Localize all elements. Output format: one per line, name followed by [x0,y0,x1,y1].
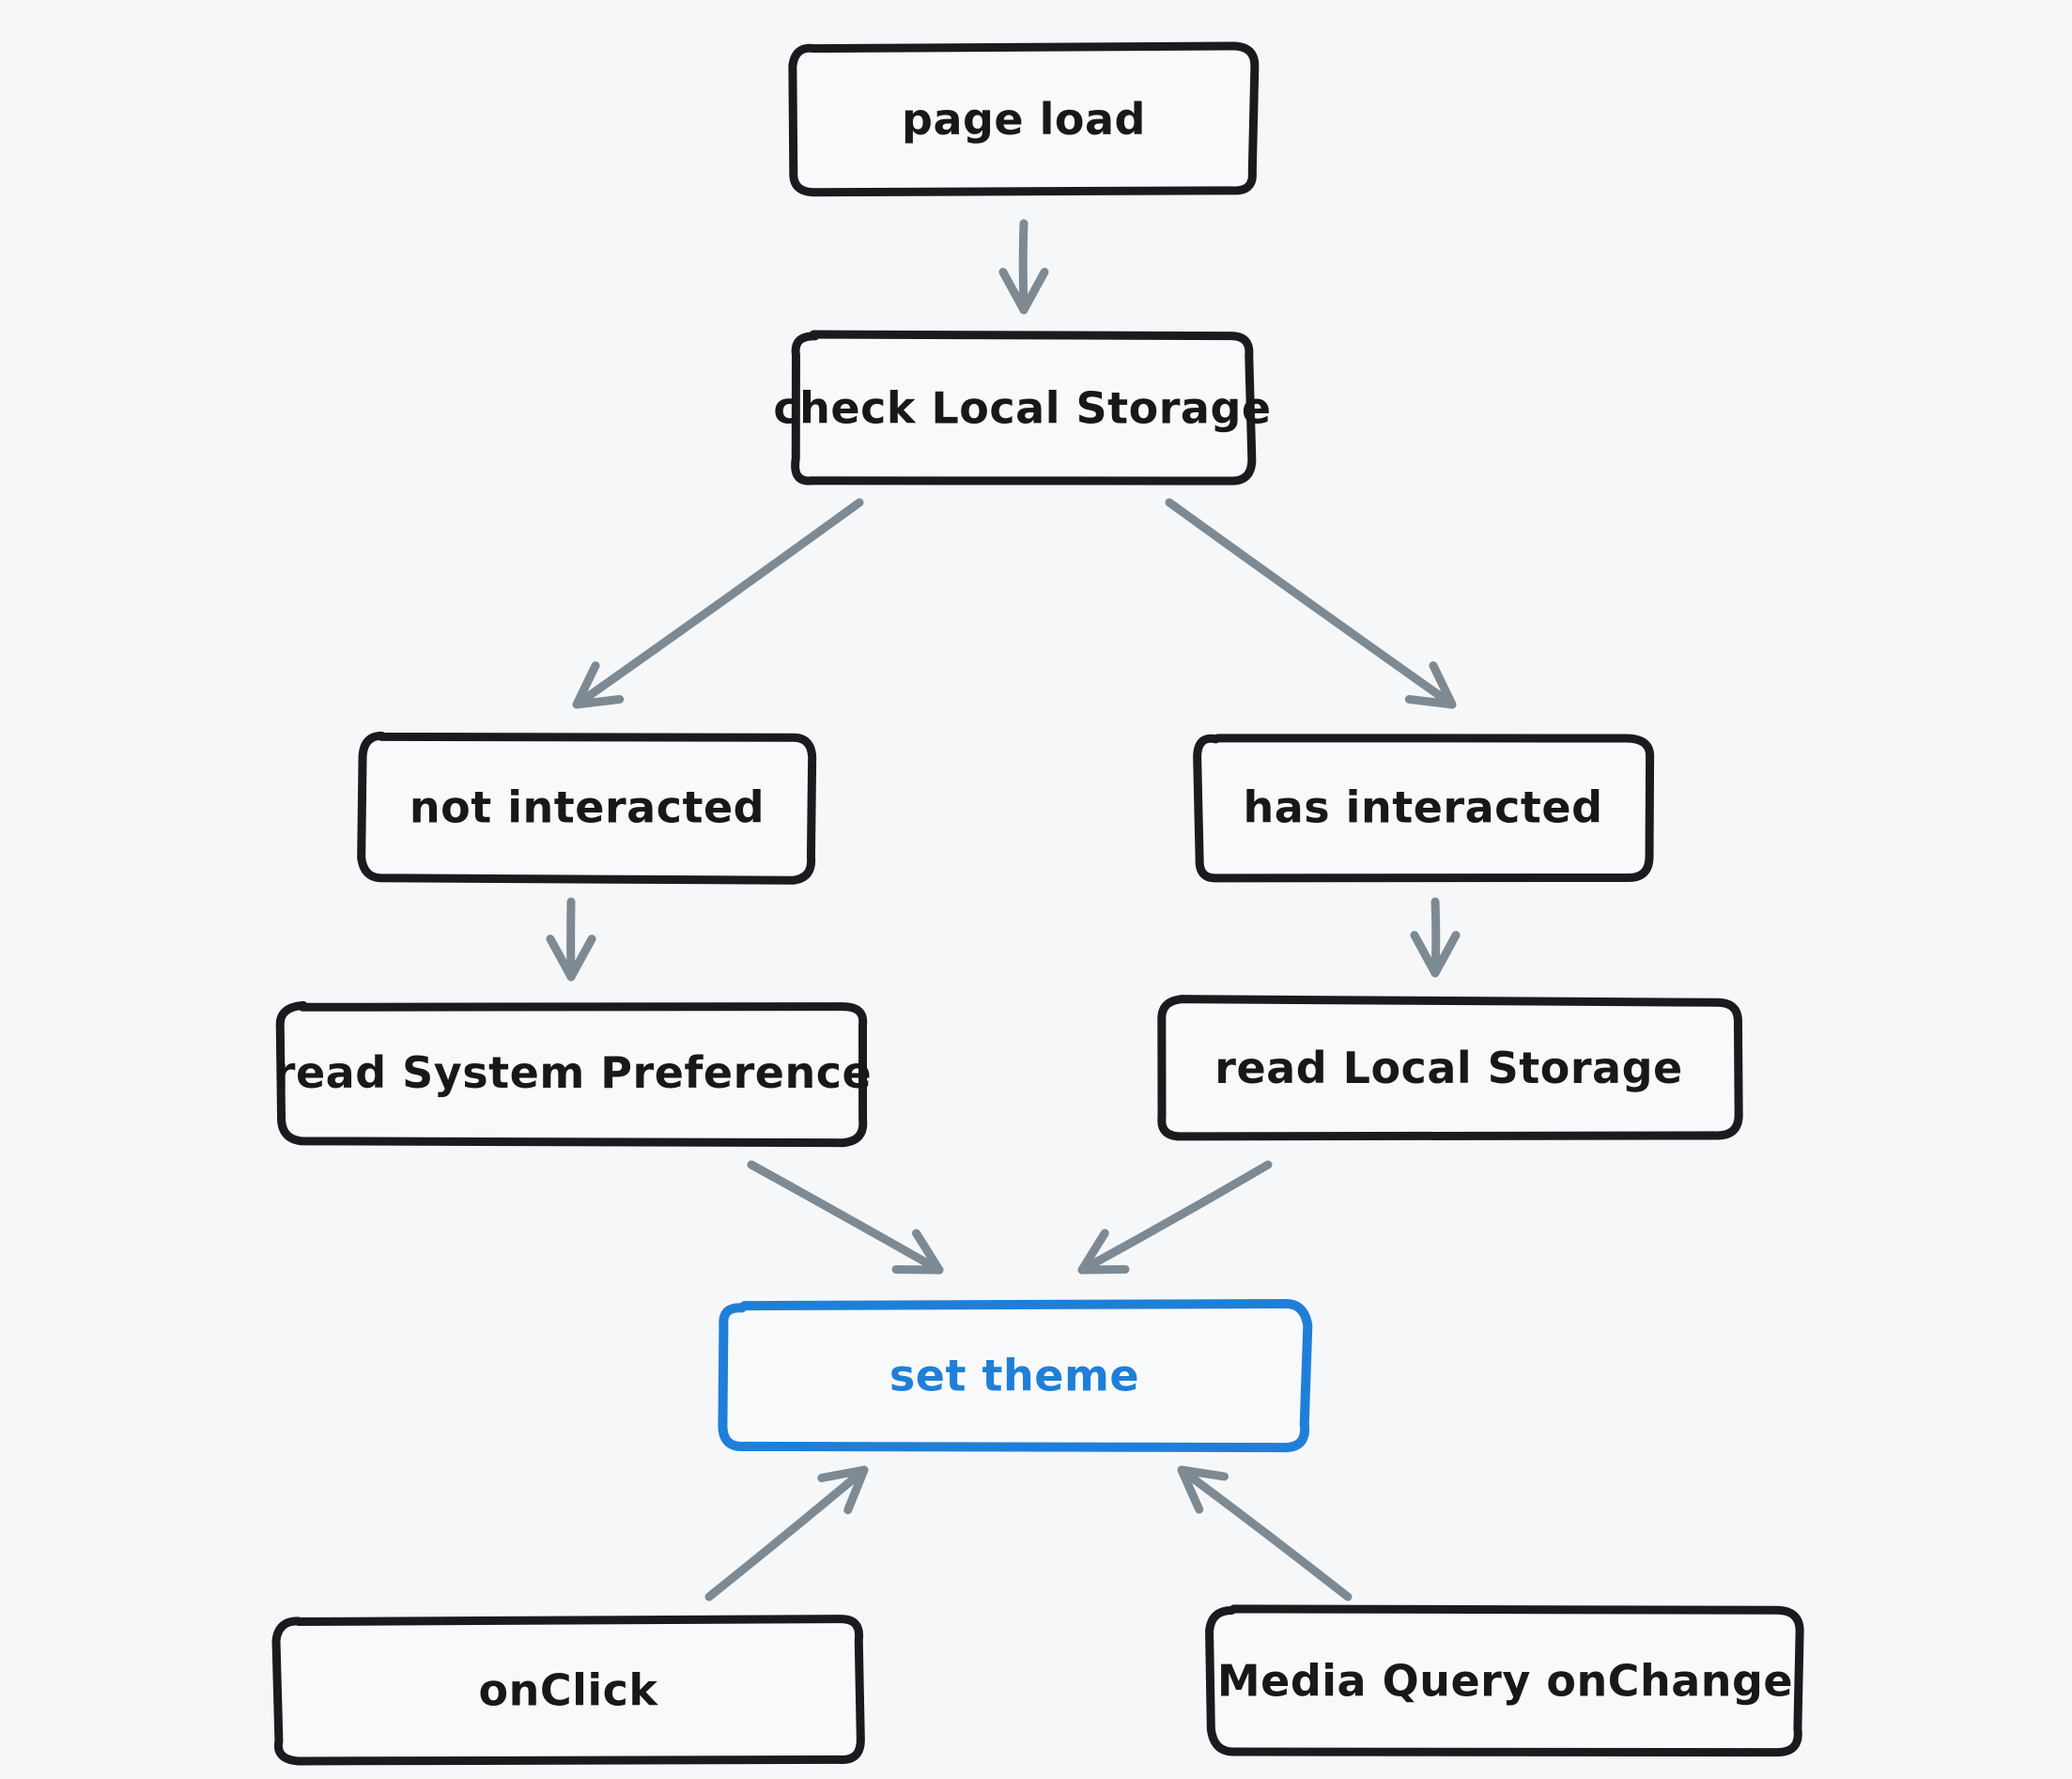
arrowhead-icon [998,268,1049,315]
node-page-load[interactable]: page load [788,41,1260,197]
node-check-local-storage[interactable]: check Local Storage [773,330,1271,486]
node-label: page load [902,94,1146,145]
edge-check-to-has-interacted [1165,498,1457,709]
node-label: read Local Storage [1214,1043,1682,1093]
edges-layer [546,219,1461,1601]
node-read-system-preference[interactable]: read System Preference [274,1000,872,1148]
node-on-click[interactable]: onClick [271,1615,865,1766]
node-box[interactable] [791,330,1257,486]
edge-line [1165,498,1457,709]
node-read-local-storage[interactable]: read Local Storage [1157,995,1743,1141]
edge-line [704,1465,869,1601]
arrowhead-icon [1404,661,1457,709]
node-media-query-onchange[interactable]: Media Query onChange [1205,1604,1804,1757]
arrowhead-icon [572,661,625,709]
arrowhead-icon [891,1229,944,1275]
node-has-interacted[interactable]: has interacted [1193,734,1655,883]
edge-line [572,498,864,709]
node-label: check Local Storage [773,383,1271,434]
arrowhead-icon [1177,1465,1229,1514]
node-label: onClick [478,1665,658,1716]
edge-line [1430,897,1441,978]
edge-line [1018,219,1028,315]
node-box[interactable] [1205,1604,1804,1757]
node-label: Media Query onChange [1217,1656,1793,1707]
arrowhead-icon [546,935,596,982]
node-label: has interacted [1244,782,1603,833]
edge-mediaquery-to-set-theme [1177,1465,1353,1601]
edge-check-to-not-interacted [572,498,864,709]
node-box[interactable] [1157,995,1743,1141]
node-label: not interacted [410,782,765,833]
nodes-layer: page load check Local Storage not interact… [271,41,1804,1766]
edge-not-interacted-to-syspref [546,897,596,982]
node-box[interactable] [275,1000,868,1148]
node-box[interactable] [271,1615,865,1766]
node-not-interacted[interactable]: not interacted [357,731,817,885]
arrowhead-icon [1410,931,1461,978]
edge-onclick-to-set-theme [704,1465,869,1601]
node-box[interactable] [357,731,817,885]
node-label: set theme [889,1351,1139,1401]
edge-syspref-to-set-theme [747,1160,944,1275]
edge-line [1077,1160,1273,1275]
node-label: read System Preference [274,1047,872,1098]
node-set-theme[interactable]: set theme [718,1298,1313,1453]
edge-localstore-to-set-theme [1077,1160,1273,1275]
edge-line [1177,1465,1353,1601]
node-box[interactable] [718,1298,1313,1453]
edge-page-load-to-check [998,219,1049,315]
arrowhead-icon [817,1465,869,1515]
edge-has-interacted-to-localstore [1410,897,1461,978]
node-box[interactable] [788,41,1260,197]
node-box[interactable] [1193,734,1655,883]
arrowhead-icon [1077,1229,1130,1275]
edge-line [747,1160,944,1275]
